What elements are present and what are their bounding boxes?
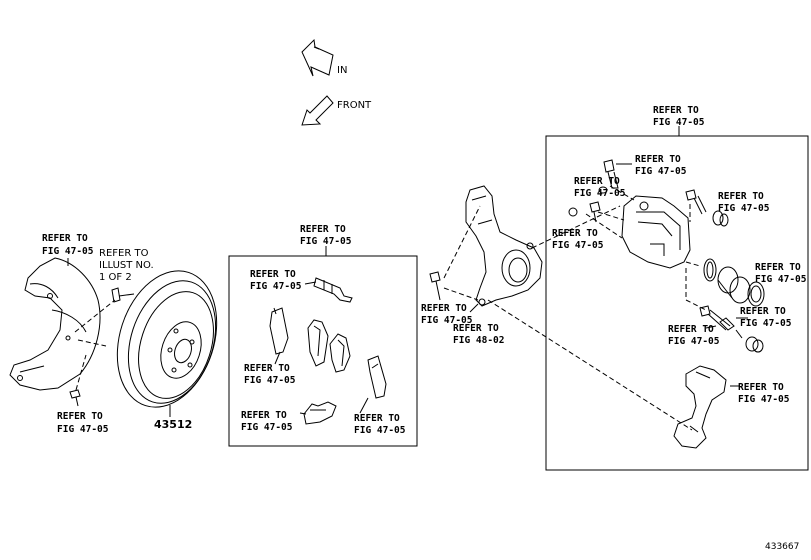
svg-text:REFER TO: REFER TO bbox=[574, 176, 620, 187]
svg-text:REFER TO: REFER TO bbox=[57, 411, 103, 422]
label-shield-bolt: REFER TO FIG 47-05 bbox=[57, 411, 109, 435]
bleeder-cap-icon bbox=[598, 186, 608, 194]
pin-boot-bottom bbox=[745, 336, 764, 353]
label-knuckle-bolt: REFER TO FIG 47-05 bbox=[421, 303, 473, 326]
svg-text:FIG 47-05: FIG 47-05 bbox=[42, 246, 94, 257]
svg-text:REFER TO: REFER TO bbox=[99, 248, 149, 259]
label-cal-bleeder: REFER TO FIG 47-05 bbox=[635, 154, 687, 177]
label-pad-left: REFER TO FIG 47-05 bbox=[244, 363, 296, 386]
caliper-piston bbox=[717, 266, 751, 304]
svg-text:FIG 47-05: FIG 47-05 bbox=[653, 117, 705, 128]
brake-pad-outer bbox=[269, 307, 289, 355]
figure-id: 433667 bbox=[765, 542, 799, 552]
svg-text:FIG 48-02: FIG 48-02 bbox=[453, 335, 504, 346]
pin-boot-top bbox=[712, 210, 729, 227]
caliper-mounting-bracket bbox=[673, 365, 727, 449]
label-pad-box-title: REFER TO FIG 47-05 bbox=[300, 224, 352, 247]
in-label: IN bbox=[337, 65, 347, 76]
label-illust-note: REFER TO ILLUST NO. 1 OF 2 bbox=[99, 248, 154, 283]
svg-text:REFER TO: REFER TO bbox=[241, 410, 287, 421]
label-shield-top: REFER TO FIG 47-05 bbox=[42, 233, 94, 257]
svg-text:REFER TO: REFER TO bbox=[552, 228, 598, 239]
pad-kit-box bbox=[228, 255, 418, 447]
label-knuckle: REFER TO FIG 48-02 bbox=[453, 323, 504, 346]
svg-text:FIG 47-05: FIG 47-05 bbox=[244, 375, 296, 386]
front-label: FRONT bbox=[337, 100, 372, 111]
svg-text:FIG 47-05: FIG 47-05 bbox=[740, 318, 792, 329]
svg-text:1 OF 2: 1 OF 2 bbox=[99, 272, 132, 283]
svg-text:REFER TO: REFER TO bbox=[635, 154, 681, 165]
svg-text:REFER TO: REFER TO bbox=[653, 105, 699, 116]
front-arrow-icon bbox=[301, 95, 334, 126]
svg-text:FIG 47-05: FIG 47-05 bbox=[668, 336, 720, 347]
svg-text:REFER TO: REFER TO bbox=[738, 382, 784, 393]
brake-disc bbox=[116, 270, 218, 408]
piston-seal bbox=[703, 258, 717, 282]
label-cal-pin-top: REFER TO FIG 47-05 bbox=[718, 191, 770, 214]
pad-wear-sensor bbox=[313, 277, 353, 303]
label-cal-pin-bottom: REFER TO FIG 47-05 bbox=[740, 306, 792, 329]
label-pad-sensor: REFER TO FIG 47-05 bbox=[250, 269, 302, 292]
label-cal-piston: REFER TO FIG 47-05 bbox=[755, 262, 807, 285]
disc-part-number: 43512 bbox=[154, 418, 192, 431]
caliper-body bbox=[621, 195, 691, 269]
brake-pad-inner-right bbox=[329, 333, 351, 373]
svg-text:FIG 47-05: FIG 47-05 bbox=[241, 422, 293, 433]
steering-knuckle bbox=[465, 185, 543, 307]
svg-text:REFER TO: REFER TO bbox=[300, 224, 346, 235]
guide-pin-bottom bbox=[699, 305, 731, 331]
label-caliper-box-title: REFER TO FIG 47-05 bbox=[653, 105, 705, 128]
label-cal-mount: REFER TO FIG 47-05 bbox=[738, 382, 790, 405]
svg-text:REFER TO: REFER TO bbox=[718, 191, 764, 202]
knuckle-bolt-icon bbox=[429, 271, 441, 301]
svg-text:FIG 47-05: FIG 47-05 bbox=[552, 240, 604, 251]
svg-text:FIG 47-05: FIG 47-05 bbox=[57, 424, 109, 435]
caliper-plug-icon bbox=[568, 207, 578, 217]
svg-text:REFER TO: REFER TO bbox=[668, 324, 714, 335]
svg-text:FIG 47-05: FIG 47-05 bbox=[421, 315, 473, 326]
svg-text:FIG 47-05: FIG 47-05 bbox=[755, 274, 807, 285]
svg-text:REFER TO: REFER TO bbox=[354, 413, 400, 424]
shield-bolt-icon bbox=[69, 389, 81, 407]
svg-text:REFER TO: REFER TO bbox=[755, 262, 801, 273]
label-pad-right: REFER TO FIG 47-05 bbox=[354, 413, 406, 436]
hub-bolt-icon bbox=[111, 287, 135, 303]
svg-text:REFER TO: REFER TO bbox=[42, 233, 88, 244]
svg-text:FIG 47-05: FIG 47-05 bbox=[300, 236, 352, 247]
dust-shield bbox=[9, 257, 101, 391]
piston-boot bbox=[747, 281, 765, 307]
svg-text:REFER TO: REFER TO bbox=[453, 323, 499, 334]
svg-text:FIG 47-05: FIG 47-05 bbox=[250, 281, 302, 292]
svg-text:FIG 47-05: FIG 47-05 bbox=[718, 203, 770, 214]
brake-pad-shim bbox=[367, 355, 387, 399]
svg-text:REFER TO: REFER TO bbox=[740, 306, 786, 317]
label-pad-clip: REFER TO FIG 47-05 bbox=[241, 410, 293, 433]
svg-text:REFER TO: REFER TO bbox=[421, 303, 467, 314]
svg-text:FIG 47-05: FIG 47-05 bbox=[738, 394, 790, 405]
pad-support-clip bbox=[303, 401, 337, 425]
label-cal-bottom-boot: REFER TO FIG 47-05 bbox=[668, 324, 720, 347]
in-arrow-icon bbox=[301, 38, 334, 77]
svg-text:FIG 47-05: FIG 47-05 bbox=[354, 425, 406, 436]
label-cal-bolt: REFER TO FIG 47-05 bbox=[552, 228, 604, 251]
pin-bushing-icon bbox=[719, 317, 735, 331]
bleeder-screw-icon bbox=[603, 159, 619, 189]
label-cal-plug: REFER TO FIG 47-05 bbox=[574, 176, 626, 199]
svg-text:ILLUST NO.: ILLUST NO. bbox=[99, 260, 154, 271]
svg-text:FIG 47-05: FIG 47-05 bbox=[635, 166, 687, 177]
guide-pin-top bbox=[685, 189, 707, 215]
svg-text:REFER TO: REFER TO bbox=[244, 363, 290, 374]
brake-pad-inner-left bbox=[307, 319, 329, 367]
svg-text:REFER TO: REFER TO bbox=[250, 269, 296, 280]
caliper-kit-box bbox=[545, 135, 809, 471]
svg-text:FIG 47-05: FIG 47-05 bbox=[574, 188, 626, 199]
